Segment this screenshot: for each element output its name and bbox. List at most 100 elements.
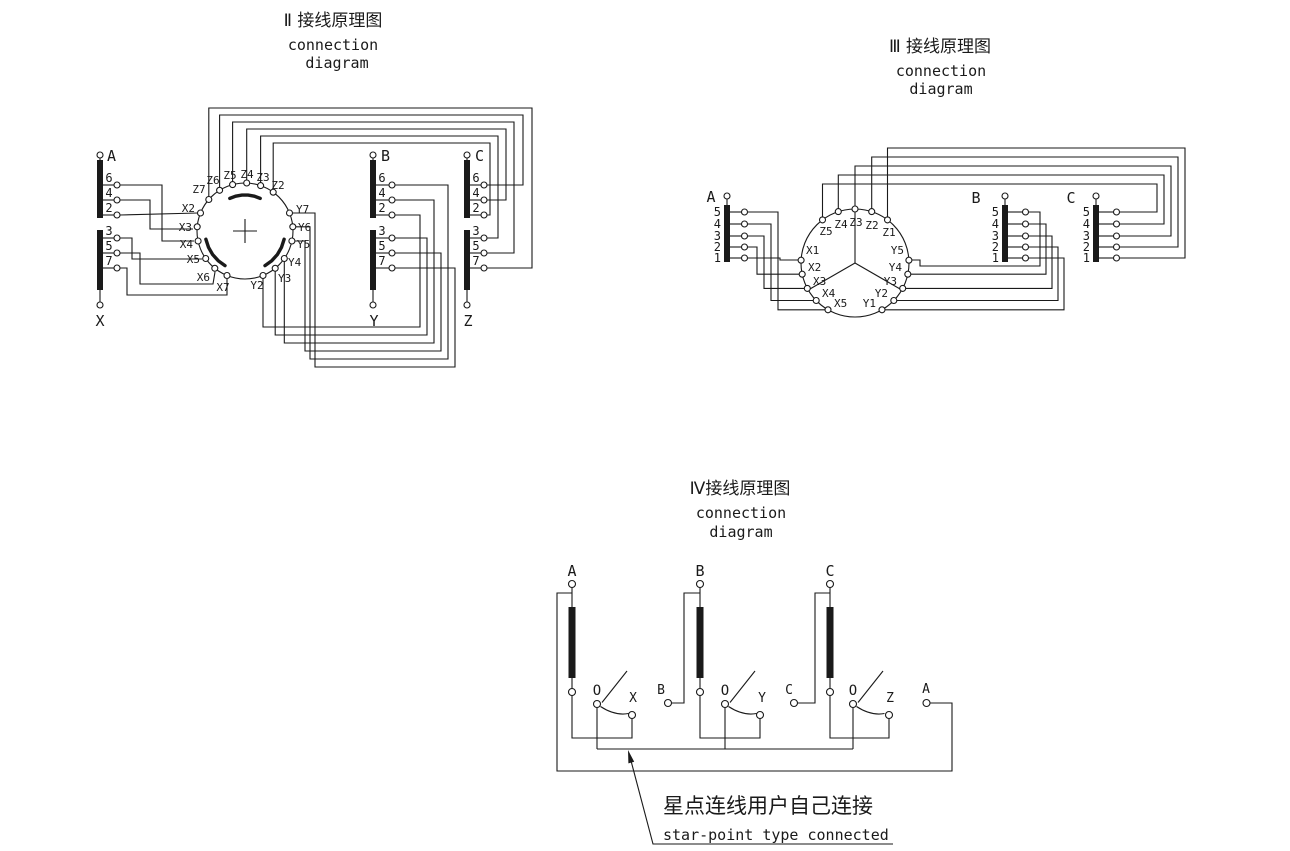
selector-label: X3 (179, 221, 192, 234)
selector-label: Z3 (849, 216, 862, 229)
selector-label: Z6 (206, 174, 219, 187)
tap-label: 4 (105, 186, 112, 200)
note-cn: 星点连线用户自己连接 (663, 794, 873, 818)
phase-unit-b: B B O Y (657, 562, 766, 749)
diagram-ii: Ⅱ 接线原理图 connection diagram A X 6 (95, 11, 533, 368)
winding-bar (696, 607, 704, 678)
phase-label: B (971, 189, 980, 207)
selector-terminal (285, 209, 294, 217)
selector-star-arm (807, 262, 856, 291)
winding-c: C Z 6 4 2 3 5 7 (463, 147, 488, 330)
wire (274, 237, 428, 336)
tap-terminal (740, 254, 749, 262)
selector-terminal (798, 270, 806, 278)
tap-label: 1 (714, 251, 721, 265)
phase-unit-a: A O X (556, 562, 953, 772)
tap-terminal (1112, 254, 1121, 262)
tap-terminal (113, 249, 121, 257)
wire (120, 237, 202, 260)
tap-terminal (1021, 243, 1030, 251)
selector-terminal (223, 271, 231, 280)
phase-label: C (1066, 189, 1075, 207)
phase-label: A (567, 562, 576, 580)
winding-end-terminal (825, 687, 835, 697)
tap-terminal (388, 264, 396, 272)
selector-label: Z3 (256, 171, 269, 184)
selector-label: X3 (813, 275, 826, 288)
selector-label: Y5 (891, 244, 904, 257)
switch-common-terminal (592, 699, 602, 709)
selector-terminal (904, 270, 912, 278)
tap-terminal (1021, 220, 1030, 228)
tap-terminal (388, 211, 396, 219)
wire (871, 156, 1179, 248)
feed-label: A (922, 682, 930, 697)
switch-common-label: O (593, 683, 601, 699)
line-terminal (96, 301, 104, 309)
diagram-ii-title-cn: Ⅱ 接线原理图 (284, 11, 383, 31)
switch-common-terminal (720, 699, 730, 709)
selector-label: Y2 (250, 279, 263, 292)
selector-terminal (259, 271, 267, 280)
selector-label: X2 (182, 202, 195, 215)
wire (232, 121, 515, 254)
feed-wire (797, 592, 830, 704)
tap-label: 5 (105, 239, 112, 253)
selector-terminal (851, 205, 859, 213)
wire (699, 695, 761, 739)
selector-terminal (196, 209, 205, 217)
selector-terminal (205, 195, 213, 204)
selector-terminal (899, 284, 907, 292)
line-terminal (1001, 192, 1009, 200)
tap-label: 1 (992, 251, 999, 265)
phase-label: X (95, 312, 104, 330)
tap-terminal (740, 232, 749, 240)
winding-bar (370, 230, 376, 290)
wire (886, 147, 1186, 259)
tap-label: 4 (472, 186, 479, 200)
winding-bar (370, 160, 376, 218)
winding-b-iii: B 5 4 3 2 1 (971, 189, 1030, 265)
winding-c-iii: C 5 4 3 2 1 (1066, 189, 1121, 265)
diagram-iii-title-en-2: diagram (909, 80, 972, 98)
tap-label: 2 (105, 201, 112, 215)
diagram-iv-title-cn: Ⅳ接线原理图 (690, 479, 791, 499)
tap-label: 2 (992, 240, 999, 254)
winding-end-terminal (567, 687, 577, 697)
tap-label: 4 (378, 186, 385, 200)
switch-arc (856, 706, 885, 715)
selector-label: Y3 (884, 275, 897, 288)
tap-label: 6 (105, 171, 112, 185)
selector-terminal (280, 254, 288, 263)
tap-label: 4 (992, 217, 999, 231)
feed-label: C (785, 683, 793, 698)
diagram-ii-title-en-2: diagram (305, 54, 368, 72)
switch-throw-label: Y (758, 691, 766, 706)
tap-label: 4 (1083, 217, 1090, 231)
feed-wire (671, 592, 700, 704)
line-terminal (463, 301, 471, 309)
tap-label: 5 (378, 239, 385, 253)
wire (295, 184, 449, 360)
wire (294, 240, 442, 352)
selector-terminal (216, 186, 224, 194)
switch-throw-terminal (755, 710, 765, 720)
diagram-iv-title-en-1: connection (696, 504, 786, 522)
wire (272, 142, 491, 216)
winding-bar (97, 230, 103, 290)
switch-throw-terminal (627, 710, 637, 720)
wire (120, 252, 216, 285)
selector-label: Y7 (296, 203, 309, 216)
phase-label: A (706, 188, 715, 206)
feed-terminal (789, 698, 799, 708)
feed-terminal (663, 698, 673, 708)
diagram-ii-title-en-1: connection (288, 36, 378, 54)
switch-blade (601, 670, 628, 703)
tap-label: 3 (105, 224, 112, 238)
selector-label: Y5 (297, 238, 310, 251)
selector-label: X7 (216, 281, 229, 294)
tap-terminal (740, 243, 749, 251)
tap-label: 6 (378, 171, 385, 185)
